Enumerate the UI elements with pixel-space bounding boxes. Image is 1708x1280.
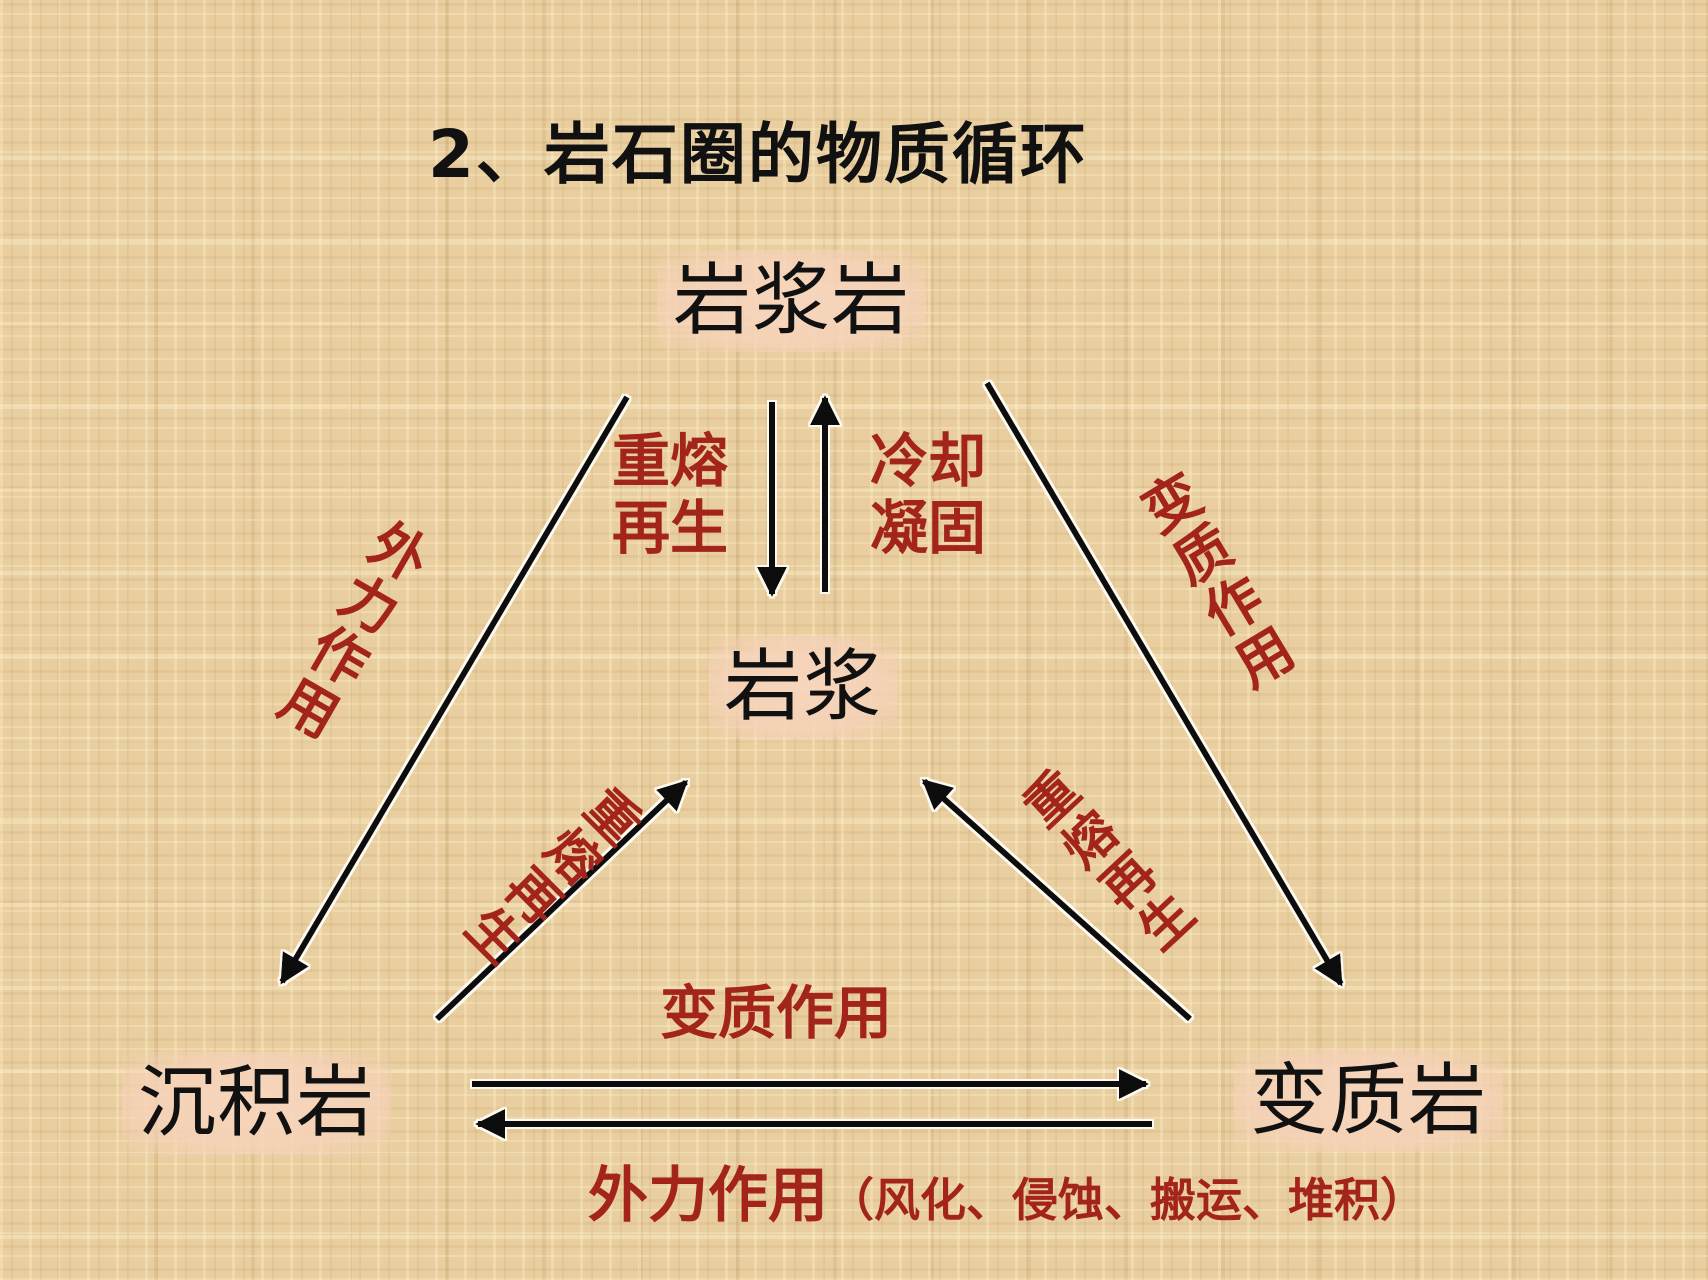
arrow-metamorphic-to-magma — [921, 778, 1193, 1022]
arrow-igneous-to-sedimentary — [279, 395, 630, 985]
node-sedimentary-rock: 沉积岩 — [122, 1052, 392, 1154]
label-external-force-detail: （风化、侵蚀、搬运、堆积） — [828, 1173, 1426, 1227]
arrow-sedimentary-to-magma — [434, 779, 689, 1022]
label-external-force-main: 外力作用 — [588, 1161, 828, 1231]
label-cooling-solidify: 冷却 凝固 — [870, 428, 986, 561]
label-remelt-line2: 再生 — [612, 493, 729, 562]
label-external-force-bottom: 外力作用（风化、侵蚀、搬运、堆积） — [588, 1166, 1426, 1226]
label-cooling-line2: 凝固 — [870, 493, 987, 562]
label-cooling-line1: 冷却 — [870, 427, 987, 495]
label-metamorphism-bottom: 变质作用 — [660, 979, 893, 1047]
label-remelt-regenerate-top: 重熔 再生 — [612, 428, 728, 561]
arrow-igneous-to-metamorphic — [984, 381, 1344, 987]
label-remelt-line1: 重熔 — [612, 427, 729, 495]
diagram-title: 2、岩石圈的物质循环 — [428, 116, 1088, 193]
node-igneous-rock: 岩浆岩 — [657, 250, 927, 352]
node-metamorphic-rock: 变质岩 — [1234, 1050, 1504, 1152]
node-magma: 岩浆 — [708, 636, 899, 738]
